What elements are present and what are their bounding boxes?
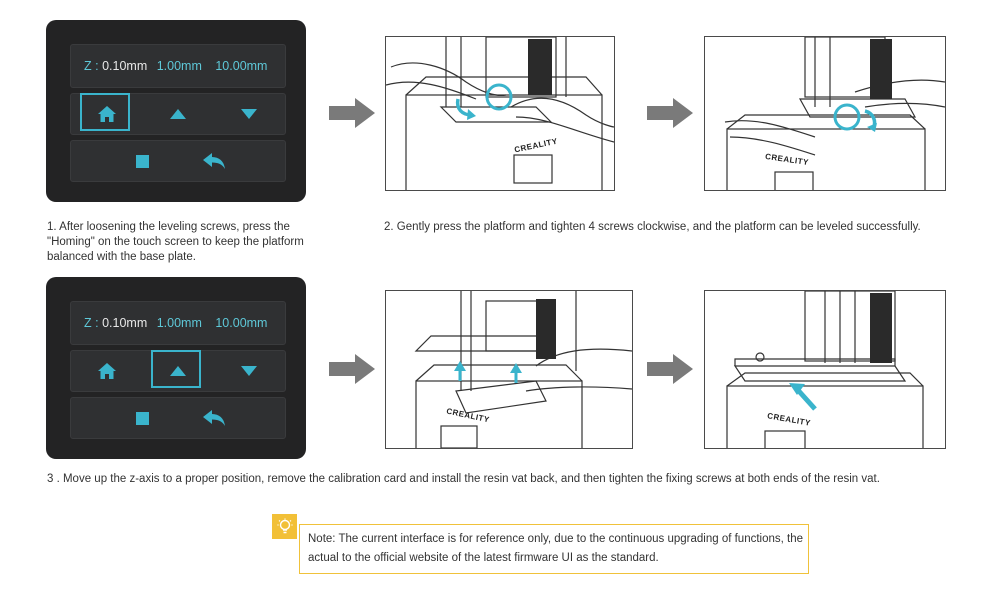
up-button[interactable] bbox=[142, 350, 213, 391]
note-text: Note: The current interface is for refer… bbox=[308, 533, 804, 564]
stop-button[interactable] bbox=[107, 141, 178, 181]
step-3-caption: 3 . Move up the z-axis to a proper posit… bbox=[47, 473, 880, 485]
action-row bbox=[70, 140, 286, 182]
printer-illustration bbox=[726, 291, 924, 448]
printer-illustration bbox=[724, 37, 945, 190]
next-step-arrow-icon bbox=[329, 354, 375, 384]
down-button[interactable] bbox=[213, 351, 284, 391]
touch-screen-1: Z : 0.10mm 1.00mm 10.00mm bbox=[46, 20, 306, 202]
z-value[interactable]: 0.10mm bbox=[102, 59, 148, 73]
step-2-caption: 2. Gently press the platform and tighten… bbox=[384, 221, 921, 233]
lightbulb-icon bbox=[272, 514, 297, 539]
illustration-install-vat: CREALITY bbox=[704, 290, 946, 449]
control-row bbox=[70, 93, 286, 135]
touch-screen-2: Z : 0.10mm 1.00mm 10.00mm bbox=[46, 277, 306, 459]
action-row bbox=[70, 397, 286, 439]
z-option-10mm[interactable]: 10.00mm bbox=[215, 59, 268, 73]
back-button[interactable] bbox=[178, 141, 249, 181]
note-box: Note: The current interface is for refer… bbox=[299, 524, 809, 574]
back-icon bbox=[202, 153, 225, 169]
illustration-tighten-screws: CREALITY bbox=[704, 36, 946, 191]
home-icon bbox=[97, 106, 116, 122]
control-row bbox=[70, 350, 286, 392]
z-label: Z : bbox=[84, 59, 99, 73]
illustration-press-platform: CREALITY bbox=[385, 36, 615, 191]
arrow-down-icon bbox=[240, 109, 257, 119]
z-step-row: Z : 0.10mm 1.00mm 10.00mm bbox=[70, 44, 286, 88]
back-button[interactable] bbox=[178, 398, 249, 438]
stop-icon bbox=[136, 154, 149, 168]
illustration-remove-card: CREALITY bbox=[385, 290, 633, 449]
stop-icon bbox=[136, 411, 149, 425]
arrow-down-icon bbox=[240, 366, 257, 376]
next-step-arrow-icon bbox=[647, 98, 693, 128]
arrow-up-icon bbox=[169, 366, 186, 376]
z-option-1mm[interactable]: 1.00mm bbox=[156, 316, 202, 330]
z-option-1mm[interactable]: 1.00mm bbox=[156, 59, 202, 73]
z-option-10mm[interactable]: 10.00mm bbox=[215, 316, 268, 330]
up-button[interactable] bbox=[142, 94, 213, 134]
stop-button[interactable] bbox=[107, 398, 178, 438]
back-icon bbox=[202, 410, 225, 426]
printer-illustration bbox=[414, 291, 632, 448]
arrow-up-icon bbox=[169, 109, 186, 119]
down-button[interactable] bbox=[213, 94, 284, 134]
next-step-arrow-icon bbox=[647, 354, 693, 384]
next-step-arrow-icon bbox=[329, 98, 375, 128]
z-value[interactable]: 0.10mm bbox=[102, 316, 148, 330]
home-button[interactable] bbox=[71, 93, 142, 134]
step-1-caption: 1. After loosening the leveling screws, … bbox=[47, 221, 304, 263]
printer-illustration bbox=[386, 37, 614, 190]
home-button[interactable] bbox=[71, 351, 142, 391]
z-label: Z : bbox=[84, 316, 99, 330]
home-icon bbox=[97, 363, 116, 379]
z-step-row: Z : 0.10mm 1.00mm 10.00mm bbox=[70, 301, 286, 345]
